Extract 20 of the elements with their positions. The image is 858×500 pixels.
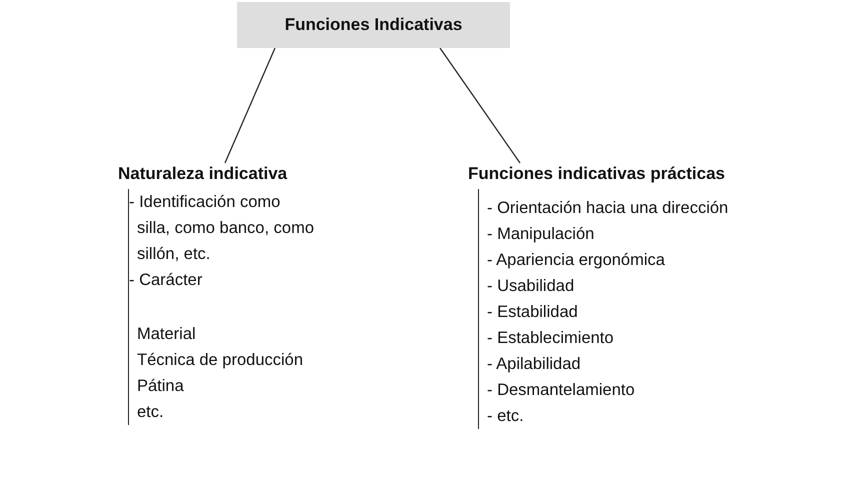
list-item: - Orientación hacia una dirección	[486, 198, 730, 219]
list-item: - Apariencia ergonómica	[486, 250, 666, 271]
connector-line	[224, 48, 276, 164]
list-item: - Desmantelamiento	[486, 380, 636, 401]
list-item: - Manipulación	[486, 224, 596, 245]
list-item: - Usabilidad	[486, 276, 576, 297]
list-item: - Apilabilidad	[486, 354, 582, 375]
connector-line	[440, 48, 520, 164]
list-item: Material	[136, 324, 197, 345]
list-item: Técnica de producción	[136, 350, 304, 371]
list-item: - Estabilidad	[486, 302, 579, 323]
heading: Funciones indicativas prácticas	[468, 163, 726, 185]
list-item: etc.	[136, 402, 165, 423]
list-item: Pátina	[136, 376, 185, 397]
list-item: - Establecimiento	[486, 328, 615, 349]
list-item: - Carácter	[129, 270, 204, 291]
list-item: - etc.	[486, 406, 525, 427]
list-item: - Identificación como silla, como banco, como sillón, etc.	[129, 192, 315, 265]
heading: Naturaleza indicativa	[118, 163, 288, 185]
title-box: Funciones Indicativas	[237, 2, 510, 48]
